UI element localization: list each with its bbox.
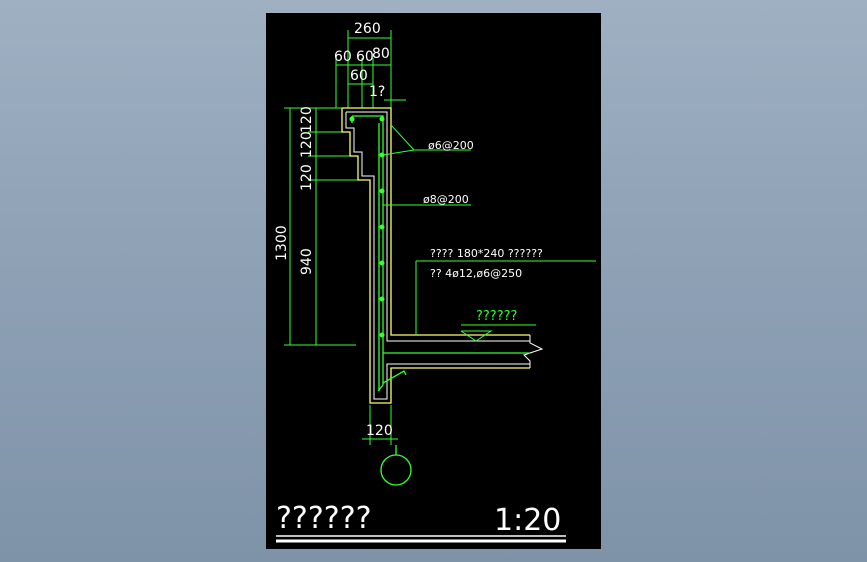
slab-break-line xyxy=(523,335,544,368)
rebar-lines xyxy=(351,115,530,392)
rebar-label-2: ø8@200 xyxy=(423,193,469,206)
dim-bottom-120: 120 xyxy=(366,423,393,439)
dim-left-total: 1300 xyxy=(274,225,290,261)
beam-label: ???? 180*240 ?????? xyxy=(430,247,543,260)
section-drawing: 260 60 60 80 60 1? 1300 120 120 120 940 xyxy=(274,21,596,543)
drawing-scale: 1:20 xyxy=(494,503,561,538)
dim-top-small: 1? xyxy=(369,84,385,100)
parapet-outline-outer xyxy=(341,107,530,404)
top-dimension-chain xyxy=(335,30,406,108)
rebar-label-1: ø6@200 xyxy=(428,139,474,152)
dim-left-120-c: 120 xyxy=(299,164,315,191)
rebar-dots xyxy=(349,116,385,338)
dim-top-part-c: 80 xyxy=(372,46,390,62)
section-marker xyxy=(380,445,412,486)
drawing-title: ?????? xyxy=(276,501,372,536)
dim-left-940: 940 xyxy=(299,248,315,275)
title-underline xyxy=(276,535,566,543)
beam-rebar-label: ?? 4ø12,ø6@250 xyxy=(430,267,522,280)
leader-lines xyxy=(382,124,596,342)
level-label: ?????? xyxy=(476,309,517,324)
dim-top-part-a: 60 xyxy=(334,49,352,65)
dim-top-part-b: 60 xyxy=(356,49,374,65)
bottom-dimension xyxy=(362,405,398,445)
dim-top-total: 260 xyxy=(354,21,381,37)
dim-left-120-a: 120 xyxy=(299,106,315,133)
parapet-outline-inner xyxy=(345,111,530,400)
drawing-sheet: 260 60 60 80 60 1? 1300 120 120 120 940 xyxy=(266,13,601,549)
dim-left-120-b: 120 xyxy=(299,131,315,158)
dim-top-part-d: 60 xyxy=(350,68,368,84)
